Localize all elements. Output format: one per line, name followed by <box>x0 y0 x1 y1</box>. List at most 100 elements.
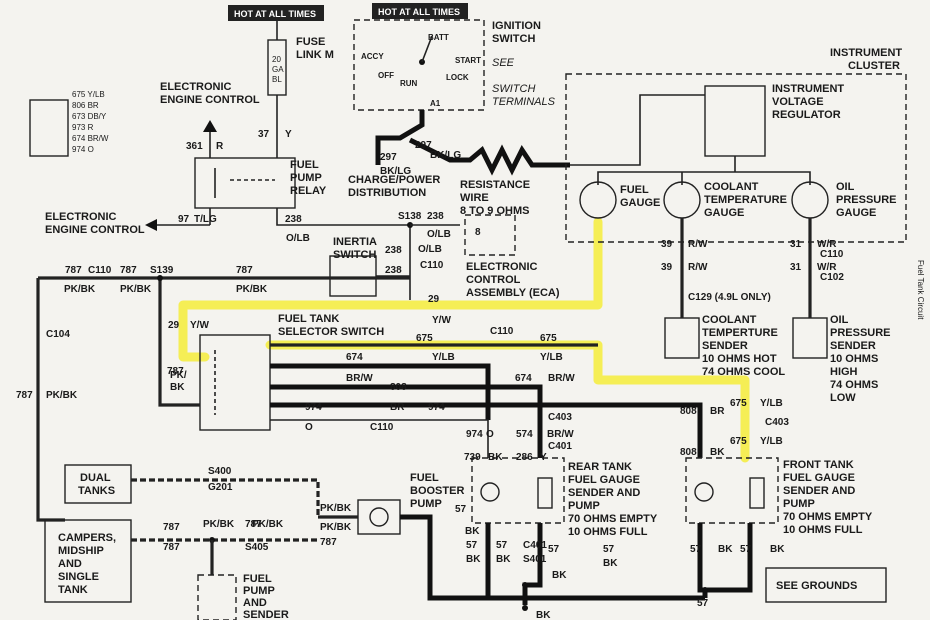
oil-gauge-1: OIL <box>836 181 855 193</box>
sw-accy: ACCY <box>361 52 384 61</box>
resistance-wire-2: WIRE <box>460 192 489 204</box>
legend-row-4: 973 R <box>72 123 94 132</box>
wire-label: BK <box>603 558 618 569</box>
front-3: SENDER AND <box>783 485 855 497</box>
front-6: 10 OHMS FULL <box>783 524 863 536</box>
see-switch-1: SEE <box>492 57 515 69</box>
legend-row-1: 675 Y/LB <box>72 90 105 99</box>
wire-label: 808 <box>680 447 697 458</box>
wire-label: BK/LG <box>380 166 411 177</box>
wire-label: BK <box>496 554 511 565</box>
relay-label-3: RELAY <box>290 185 327 197</box>
eca-1: ELECTRONIC <box>466 261 538 273</box>
wire-label: PK/BK <box>64 284 96 295</box>
wire-label: BK <box>552 570 567 581</box>
rear-4: PUMP <box>568 500 600 512</box>
wire-57-booster <box>400 514 488 601</box>
coolant-gauge-3: GAUGE <box>704 207 744 219</box>
wire-label: PK/BK <box>236 284 268 295</box>
campers-3: AND <box>58 558 82 570</box>
eec-top-2: ENGINE CONTROL <box>160 94 260 106</box>
wire-label: 675 <box>730 398 747 409</box>
wire-label: 29 <box>168 320 180 331</box>
wire-label: 39 <box>661 239 673 250</box>
front-pump-motor <box>694 482 714 502</box>
campers-box <box>44 519 132 603</box>
rear-5: 70 OHMS EMPTY <box>568 513 658 525</box>
wire-label: 974 <box>305 402 322 413</box>
wire-label: Y/LB <box>540 352 563 363</box>
coolant-sender <box>664 317 700 359</box>
campers-5: TANK <box>58 584 88 596</box>
fps-1: FUEL <box>243 573 272 585</box>
wire-label: BK <box>770 544 785 555</box>
ignition-switch-label-1: IGNITION <box>492 20 541 32</box>
fuse-body-1: 20 <box>272 55 281 64</box>
front-2: FUEL GAUGE <box>783 472 855 484</box>
see-grounds-box <box>765 567 887 603</box>
relay-label-1: FUEL <box>290 159 319 171</box>
wire-label: C110 <box>88 265 112 276</box>
wire-label: T/LG <box>194 214 217 225</box>
booster-1: FUEL <box>410 472 439 484</box>
wire-label: BR/W <box>547 429 574 440</box>
wire-label: R <box>216 141 224 152</box>
arrow-361 <box>203 120 217 132</box>
inertia-2: SWITCH <box>333 249 376 261</box>
cool-send-4: 10 OHMS HOT <box>702 353 777 365</box>
splice-s401 <box>522 582 528 588</box>
wire-label: PK/BK <box>320 503 352 514</box>
wire-label: BK <box>488 452 503 463</box>
eec-left-1: ELECTRONIC <box>45 211 117 223</box>
wire-label: PK/BK <box>320 522 352 533</box>
wire-label: O/LB <box>418 244 442 255</box>
c129-note: C129 (4.9L ONLY) <box>688 292 771 303</box>
resistance-wire-1: RESISTANCE <box>460 179 530 191</box>
oil-sender <box>792 317 828 359</box>
wire-label: 29 <box>428 294 440 305</box>
wire-label: 787 <box>245 519 262 530</box>
wire-label: S401 <box>523 554 547 565</box>
wire-label: BR/W <box>548 373 575 384</box>
wire-label: S405 <box>245 542 269 553</box>
rear-1: REAR TANK <box>568 461 632 473</box>
rear-2: FUEL GAUGE <box>568 474 640 486</box>
ignition-switch-label-2: SWITCH <box>492 33 535 45</box>
wire-label: 57 <box>690 544 702 555</box>
oil-send-7: LOW <box>830 392 856 404</box>
fuel-gauge-2: GAUGE <box>620 197 660 209</box>
ignition-switch-lever <box>421 35 433 63</box>
wire-label: 974 <box>428 402 445 413</box>
hot-tag-2-text: HOT AT ALL TIMES <box>378 7 460 17</box>
wire-label: 674 <box>515 373 532 384</box>
vr-2: VOLTAGE <box>772 96 824 108</box>
wire-label: C401 <box>548 441 572 452</box>
wire-label: 674 <box>346 352 363 363</box>
wire-label: 8 <box>475 227 481 238</box>
wire-label: 787 <box>163 522 180 533</box>
wire-label: 787 <box>16 390 33 401</box>
hot-at-all-times-tag-1 <box>228 5 324 21</box>
wire-label: 238 <box>427 211 444 222</box>
coolant-gauge-2: TEMPERATURE <box>704 194 787 206</box>
wire-label: BK <box>465 526 480 537</box>
sw-batt: BATT <box>428 33 449 42</box>
wire-label: G201 <box>208 482 233 493</box>
eca-box <box>464 214 516 256</box>
oil-gauge-3: GAUGE <box>836 207 876 219</box>
see-grounds: SEE GROUNDS <box>776 580 857 592</box>
wire-label: O <box>486 429 494 440</box>
inertia-1: INERTIA <box>333 236 377 248</box>
charge-power-1: CHARGE/POWER <box>348 174 440 186</box>
wire-label: BK <box>170 382 185 393</box>
eca-2: CONTROL <box>466 274 521 286</box>
wire-label: BK <box>466 554 481 565</box>
legend-row-2: 806 BR <box>72 101 99 110</box>
fuel-pump-sender-box <box>197 574 237 620</box>
cool-send-1: COOLANT <box>702 314 757 326</box>
highlight-fuel-gauge-circuit <box>178 217 750 463</box>
fuel-pump-relay <box>194 157 296 209</box>
cluster-label-1: INSTRUMENT <box>830 47 902 59</box>
wire-label: BR <box>390 402 405 413</box>
